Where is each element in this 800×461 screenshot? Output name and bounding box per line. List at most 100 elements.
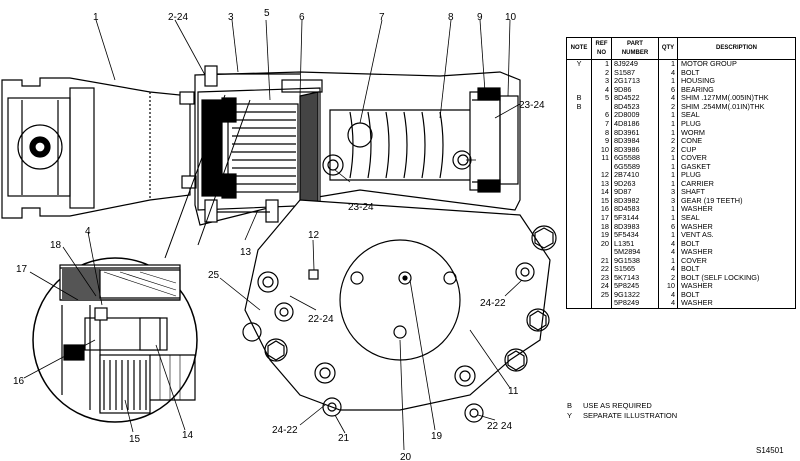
row-description: CARRIER [681, 178, 714, 188]
row-description: BOLT (SELF LOCKING) [681, 272, 760, 282]
exploded-parts-drawing: 1 2-24 3 5 6 7 8 9 10 23-24 23-24 13 12 … [1, 8, 557, 461]
row-part-number: 9G1322 [611, 291, 659, 300]
row-ref-no: 7 [591, 120, 612, 129]
callout-12: 12 [308, 230, 320, 241]
row-note [566, 239, 592, 249]
row-qty: 3 [658, 197, 678, 206]
row-description: CUP [681, 144, 697, 154]
callout-25: 25 [208, 270, 220, 281]
row-part-number: 8D3961 [611, 128, 659, 137]
row-part-number: 6G5588 [611, 154, 659, 163]
row-qty: 1 [658, 120, 678, 129]
row-part-number: 5F3144 [611, 214, 659, 223]
leader-lines [23, 19, 523, 451]
row-description: CONE [681, 136, 703, 146]
row-part-number: 9G1538 [611, 256, 659, 266]
row-ref-no: 6 [591, 111, 612, 120]
row-description: COVER [681, 153, 707, 163]
row-qty: 1 [658, 59, 678, 69]
row-part-number: 2B7410 [611, 171, 659, 180]
callout-24-22-b: 24-22 [272, 425, 298, 436]
row-description: GASKET [681, 161, 711, 171]
row-qty: 1 [658, 171, 678, 180]
row-part-number: 5P8245 [611, 282, 659, 291]
row-note [566, 179, 592, 189]
legend-text: SEPARATE ILLUSTRATION [583, 410, 678, 420]
row-qty: 2 [658, 145, 678, 155]
row-description: VENT AS. [681, 230, 714, 240]
row-description: PLUG [681, 170, 701, 180]
row-note: B [566, 94, 592, 103]
illustration-id: S14501 [756, 446, 784, 455]
row-note [566, 136, 592, 146]
row-qty: 4 [658, 299, 678, 309]
row-qty: 4 [658, 248, 678, 257]
row-qty: 4 [658, 239, 678, 249]
row-note: B [566, 103, 592, 112]
row-note [566, 282, 592, 291]
callout-9: 9 [477, 12, 483, 23]
row-description: SHAFT [681, 187, 705, 197]
callout-16: 16 [13, 376, 25, 387]
row-note [566, 145, 592, 155]
row-qty: 4 [658, 68, 678, 78]
callout-24-22-a: 24-22 [480, 298, 506, 309]
row-description: GEAR (19 TEETH) [681, 195, 743, 205]
row-ref-no: 15 [591, 197, 612, 206]
parts-table: NOTE REF NO PART NUMBER QTY DESCRIPTION … [566, 37, 796, 309]
row-description: WASHER [681, 247, 713, 257]
row-description: BOLT [681, 289, 700, 299]
row-qty: 1 [658, 128, 678, 137]
row-ref-no: 12 [591, 171, 612, 180]
callout-23-24-a: 23-24 [519, 100, 545, 111]
row-ref-no: 23 [591, 273, 612, 283]
row-part-number: 9D87 [611, 188, 659, 197]
row-qty: 1 [658, 231, 678, 240]
row-ref-no [591, 102, 612, 112]
row-description: SHIM .127MM(.005IN)THK [681, 93, 769, 103]
row-note [566, 213, 592, 223]
callout-1: 1 [93, 12, 99, 23]
row-ref-no: 2 [591, 68, 612, 78]
row-ref-no: 18 [591, 222, 612, 231]
row-part-number: 2D8009 [611, 111, 659, 120]
row-note [566, 256, 592, 266]
callout-13: 13 [240, 247, 252, 258]
row-ref-no: 17 [591, 214, 612, 223]
row-ref-no: 22 [591, 265, 612, 274]
row-qty: 1 [658, 205, 678, 214]
row-qty: 1 [658, 162, 678, 172]
callout-14: 14 [182, 430, 194, 441]
row-note [566, 248, 592, 257]
row-ref-no: 20 [591, 239, 612, 249]
callout-23-24-b: 23-24 [348, 202, 374, 213]
callout-11: 11 [508, 386, 519, 397]
row-ref-no [591, 248, 612, 257]
header-part-number: PART NUMBER [611, 37, 659, 60]
row-description: SEAL [681, 110, 700, 120]
row-part-number: 5P8249 [611, 299, 659, 309]
row-part-number: 5M2894 [611, 248, 659, 257]
row-ref-no: 1 [591, 59, 612, 69]
row-ref-no: 10 [591, 145, 612, 155]
legend-text: USE AS REQUIRED [583, 401, 652, 410]
row-ref-no: 3 [591, 77, 612, 86]
row-description: PLUG [681, 119, 701, 128]
row-ref-no: 5 [591, 94, 612, 103]
row-note [566, 111, 592, 120]
